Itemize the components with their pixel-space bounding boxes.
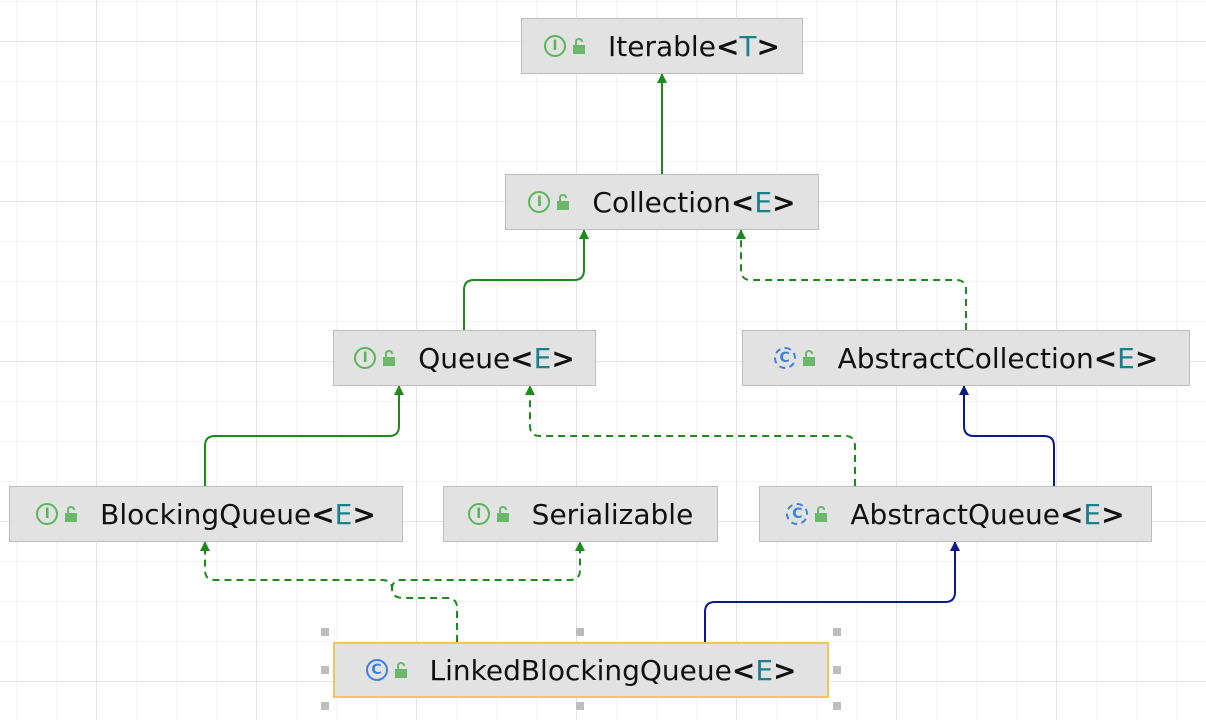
node-iterable[interactable]: I Iterable<T> (521, 18, 803, 74)
interface-icon: I (528, 191, 551, 213)
unlocked-icon (573, 38, 586, 54)
type-parameter: E (754, 185, 773, 219)
class-name: Collection (592, 185, 731, 219)
class-name: Serializable (531, 497, 694, 531)
node-blocking-queue[interactable]: I BlockingQueue<E> (9, 486, 403, 542)
resize-handle-left[interactable] (321, 666, 329, 674)
node-abstract-collection[interactable]: C AbstractCollection<E> (742, 330, 1190, 386)
edge-linked-blocking-queue-to-abstract-queue[interactable] (704, 541, 960, 642)
unlocked-icon (802, 350, 815, 366)
class-name: Queue (418, 341, 511, 375)
edge-queue-to-collection[interactable] (463, 229, 589, 330)
abstract-class-icon: C (773, 347, 796, 369)
type-parameter: E (334, 497, 353, 531)
unlocked-icon (394, 662, 407, 678)
node-collection[interactable]: I Collection<E> (505, 174, 819, 230)
resize-handle-bottom-right[interactable] (833, 702, 841, 710)
resize-handle-bottom-left[interactable] (321, 702, 329, 710)
interface-icon: I (36, 503, 59, 525)
unlocked-icon (557, 194, 570, 210)
node-linked-blocking-queue[interactable]: C LinkedBlockingQueue<E> (333, 642, 829, 698)
node-queue[interactable]: I Queue<E> (333, 330, 596, 386)
edge-blocking-queue-to-queue[interactable] (204, 385, 404, 486)
unlocked-icon (496, 506, 509, 522)
resize-handle-bottom[interactable] (576, 702, 584, 710)
node-label: Serializable (532, 498, 694, 531)
class-name: Iterable (608, 29, 716, 63)
edge-abstract-queue-to-queue[interactable] (525, 385, 856, 486)
unlocked-icon (815, 506, 828, 522)
resize-handle-right[interactable] (833, 666, 841, 674)
interface-icon: I (544, 35, 567, 57)
type-parameter: E (1083, 497, 1102, 531)
resize-handle-top[interactable] (576, 628, 584, 636)
node-label: AbstractCollection<E> (837, 341, 1159, 375)
edge-linked-blocking-queue-to-serializable[interactable] (391, 541, 585, 590)
node-label: LinkedBlockingQueue<E> (429, 653, 797, 687)
unlocked-icon (65, 506, 78, 522)
class-name: BlockingQueue (100, 497, 312, 531)
unlocked-icon (383, 350, 396, 366)
edge-abstract-collection-to-collection[interactable] (736, 229, 967, 330)
type-parameter: E (1117, 341, 1135, 375)
class-name: AbstractCollection (837, 341, 1094, 375)
interface-icon: I (467, 503, 490, 525)
node-label: AbstractQueue<E> (850, 497, 1125, 531)
type-parameter: E (755, 653, 774, 687)
node-serializable[interactable]: I Serializable (443, 486, 718, 542)
edge-linked-blocking-queue-to-blocking-queue[interactable] (200, 541, 458, 642)
class-icon: C (365, 659, 388, 681)
edge-abstract-queue-to-abstract-collection[interactable] (959, 385, 1055, 486)
resize-handle-top-left[interactable] (321, 628, 329, 636)
abstract-class-icon: C (786, 503, 809, 525)
type-parameter: E (533, 341, 552, 375)
resize-handle-top-right[interactable] (833, 628, 841, 636)
node-label: Iterable<T> (608, 29, 780, 63)
node-label: Queue<E> (418, 341, 575, 375)
node-label: BlockingQueue<E> (100, 497, 376, 531)
class-name: AbstractQueue (850, 497, 1060, 531)
interface-icon: I (354, 347, 377, 369)
node-label: Collection<E> (592, 185, 796, 219)
node-abstract-queue[interactable]: C AbstractQueue<E> (759, 486, 1152, 542)
type-parameter: T (739, 29, 757, 63)
class-name: LinkedBlockingQueue (429, 653, 732, 687)
